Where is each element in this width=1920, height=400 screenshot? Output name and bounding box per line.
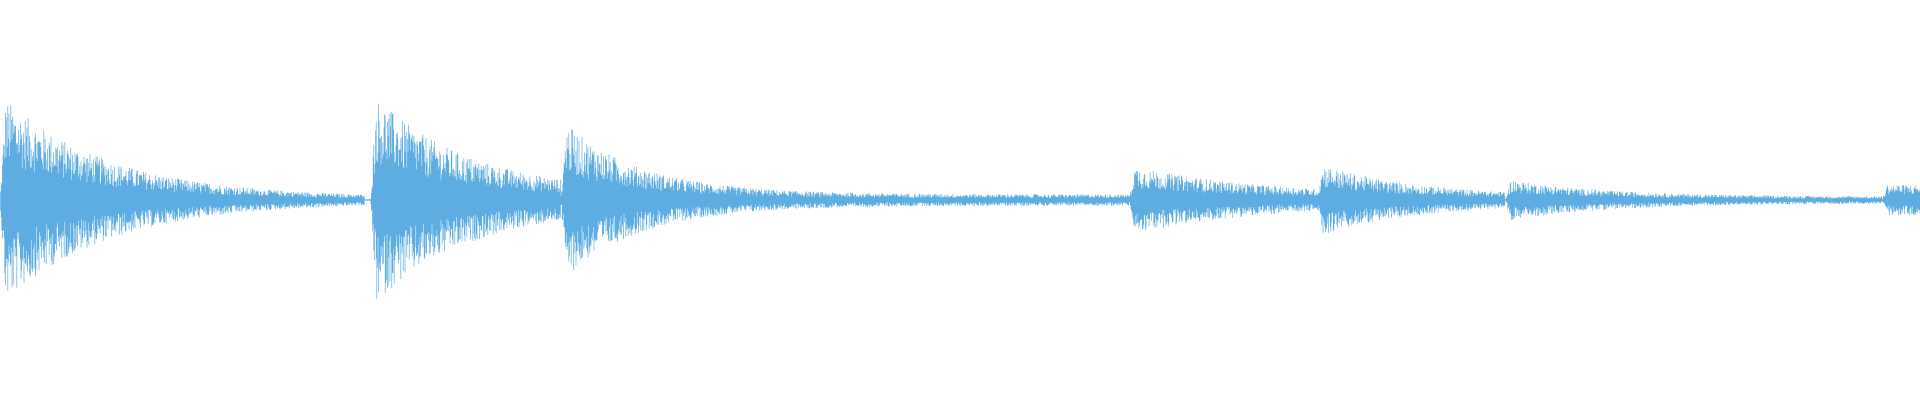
waveform-signal	[0, 103, 1920, 299]
waveform-bars	[0, 103, 1920, 299]
